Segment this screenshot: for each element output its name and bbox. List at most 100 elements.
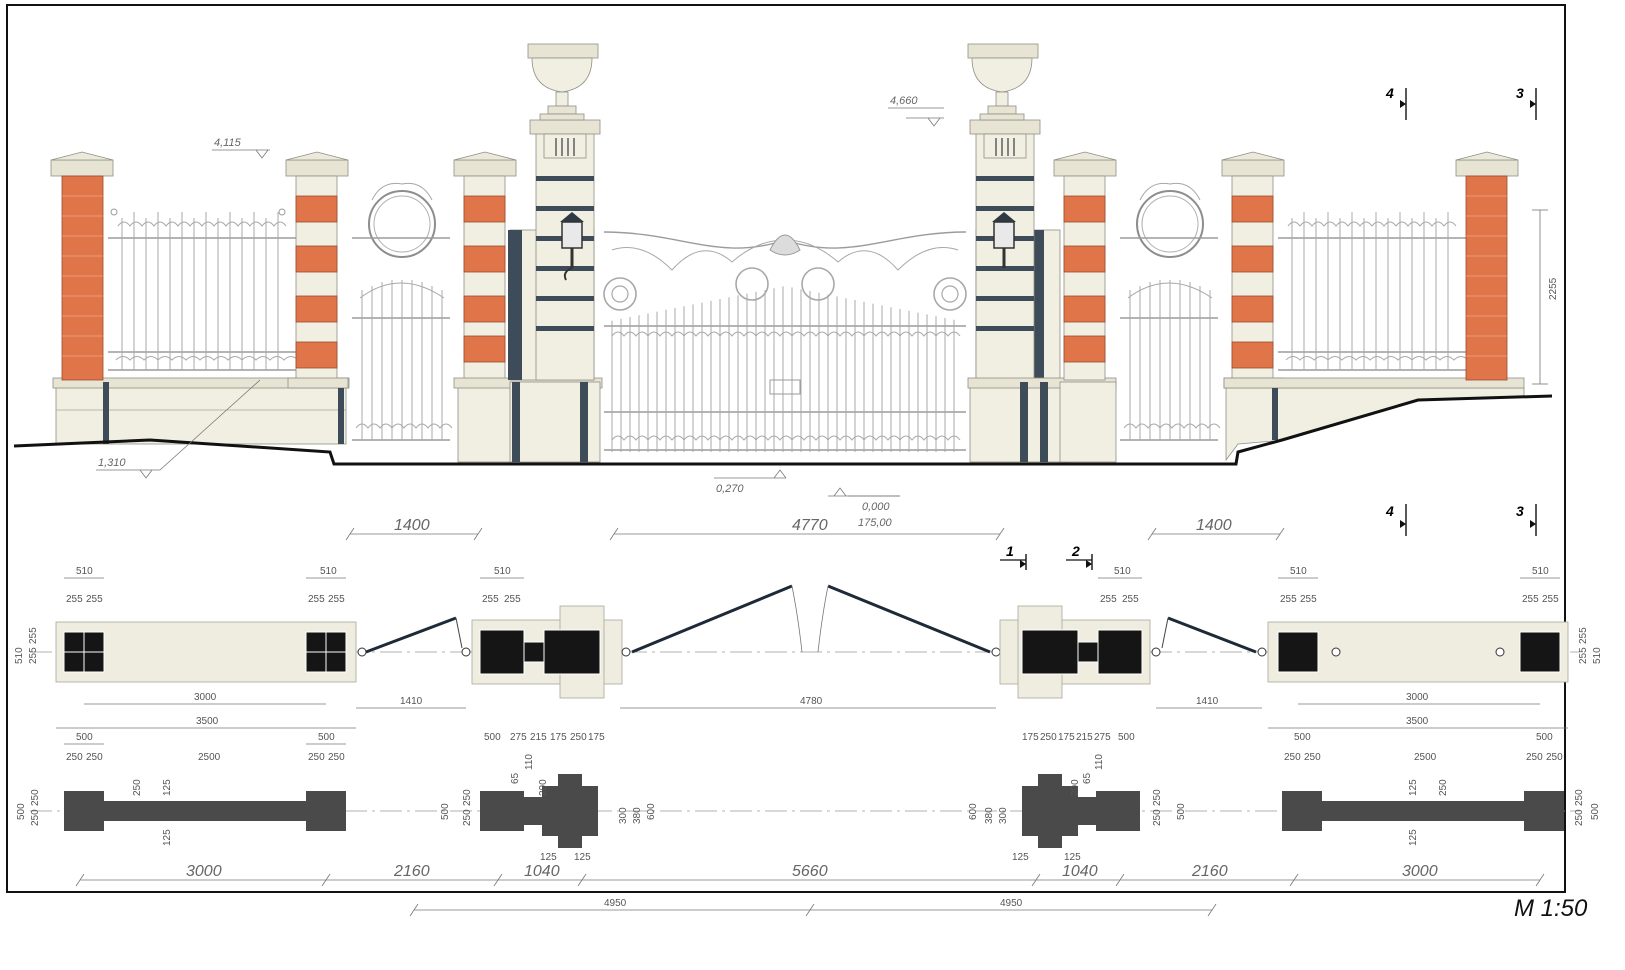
svg-text:1,310: 1,310 [98, 457, 126, 469]
svg-text:4,115: 4,115 [214, 137, 242, 149]
svg-text:3500: 3500 [196, 716, 219, 727]
svg-text:500: 500 [1294, 732, 1311, 743]
svg-text:600: 600 [646, 803, 657, 820]
svg-text:0,270: 0,270 [716, 483, 744, 495]
section-mark-1: 1 [1000, 543, 1027, 570]
svg-text:1400: 1400 [1196, 517, 1232, 534]
svg-text:500: 500 [440, 803, 451, 820]
svg-text:510: 510 [14, 647, 25, 664]
svg-text:255: 255 [308, 594, 325, 605]
svg-text:4: 4 [1385, 503, 1394, 519]
svg-text:4950: 4950 [604, 898, 627, 909]
svg-text:3000: 3000 [1406, 692, 1429, 703]
svg-text:250: 250 [308, 752, 325, 763]
svg-text:500: 500 [484, 732, 501, 743]
svg-text:1410: 1410 [1196, 696, 1219, 707]
banded-pillar-right-2 [1221, 151, 1285, 389]
level-mark-4115: 4,115 [212, 137, 270, 159]
svg-text:4950: 4950 [1000, 898, 1023, 909]
svg-text:300: 300 [618, 807, 629, 824]
foundation-bottom-dims: 3000 2160 1040 5660 1040 2160 3000 4950 … [75, 863, 1545, 917]
svg-text:250: 250 [570, 732, 587, 743]
svg-text:250: 250 [30, 789, 41, 806]
svg-text:510: 510 [1290, 566, 1307, 577]
svg-text:175,00: 175,00 [858, 517, 893, 529]
svg-text:1040: 1040 [1062, 863, 1098, 880]
svg-text:2255: 2255 [1548, 277, 1559, 300]
svg-text:255: 255 [28, 647, 39, 664]
svg-text:250: 250 [1438, 779, 1449, 796]
plan-view: 1400 4770 1400 1 2 4 [14, 503, 1603, 729]
svg-text:125: 125 [162, 829, 173, 846]
svg-text:255: 255 [1522, 594, 1539, 605]
svg-text:65: 65 [510, 772, 521, 784]
svg-text:1410: 1410 [400, 696, 423, 707]
svg-text:175: 175 [588, 732, 605, 743]
svg-text:250: 250 [1152, 789, 1163, 806]
level-mark-4660: 4,660 [888, 95, 944, 127]
svg-text:250: 250 [328, 752, 345, 763]
svg-text:380: 380 [984, 807, 995, 824]
svg-text:275: 275 [1094, 732, 1111, 743]
svg-text:500: 500 [1590, 803, 1601, 820]
svg-text:175: 175 [550, 732, 567, 743]
svg-text:250: 250 [1574, 789, 1585, 806]
foundation-pier-left [480, 774, 598, 848]
plan-small-dims: 510 510 510 510 510 510 255 255 255 255 … [14, 566, 1603, 729]
svg-text:250: 250 [1546, 752, 1563, 763]
svg-text:500: 500 [76, 732, 93, 743]
fence-panel-right [1278, 212, 1469, 371]
svg-text:125: 125 [1064, 852, 1081, 863]
svg-text:250: 250 [132, 779, 143, 796]
svg-text:2: 2 [1071, 543, 1080, 559]
plan-gate-leaf-right [827, 584, 991, 654]
svg-text:3: 3 [1516, 503, 1524, 519]
svg-text:2160: 2160 [1191, 863, 1228, 880]
svg-text:255: 255 [28, 627, 39, 644]
lantern-right [992, 212, 1016, 268]
svg-text:1040: 1040 [524, 863, 560, 880]
svg-text:255: 255 [1542, 594, 1559, 605]
svg-text:110: 110 [524, 754, 535, 770]
svg-text:215: 215 [530, 732, 547, 743]
main-pier-right [967, 43, 1117, 463]
svg-text:65: 65 [1082, 772, 1093, 784]
svg-text:380: 380 [632, 807, 643, 824]
svg-text:255: 255 [1100, 594, 1117, 605]
level-mark-0270: 0,270 [714, 469, 787, 495]
svg-text:500: 500 [1536, 732, 1553, 743]
svg-text:2500: 2500 [198, 752, 221, 763]
svg-text:250: 250 [1574, 809, 1585, 826]
banded-pillar-right-3 [1053, 151, 1117, 463]
svg-text:510: 510 [494, 566, 511, 577]
svg-text:125: 125 [1408, 779, 1419, 796]
plan-gate-leaf-left [631, 584, 793, 654]
svg-text:255: 255 [1578, 647, 1589, 664]
wicket-gate-left [352, 182, 453, 441]
svg-text:125: 125 [1012, 852, 1029, 863]
main-pier-left [508, 43, 601, 463]
svg-text:250: 250 [86, 752, 103, 763]
svg-text:4,660: 4,660 [890, 95, 918, 107]
svg-text:510: 510 [1532, 566, 1549, 577]
svg-text:200: 200 [1070, 779, 1081, 796]
svg-text:125: 125 [540, 852, 557, 863]
section-mark-2: 2 [1066, 543, 1093, 570]
svg-text:4: 4 [1385, 85, 1394, 101]
foundation-plan: 500 500 250 250 2500 250 250 500 275 215… [16, 732, 1601, 922]
svg-text:255: 255 [86, 594, 103, 605]
svg-text:255: 255 [1300, 594, 1317, 605]
svg-text:125: 125 [1408, 829, 1419, 846]
svg-text:3000: 3000 [186, 863, 222, 880]
svg-text:1: 1 [1006, 543, 1014, 559]
svg-text:175: 175 [1022, 732, 1039, 743]
svg-text:250: 250 [1284, 752, 1301, 763]
section-mark-4-top: 4 [1385, 85, 1407, 120]
svg-text:500: 500 [16, 803, 27, 820]
svg-text:600: 600 [968, 803, 979, 820]
svg-text:2160: 2160 [393, 863, 430, 880]
wicket-gate-right [1120, 182, 1221, 441]
foundation-pier-right [1022, 774, 1140, 848]
svg-text:250: 250 [1304, 752, 1321, 763]
